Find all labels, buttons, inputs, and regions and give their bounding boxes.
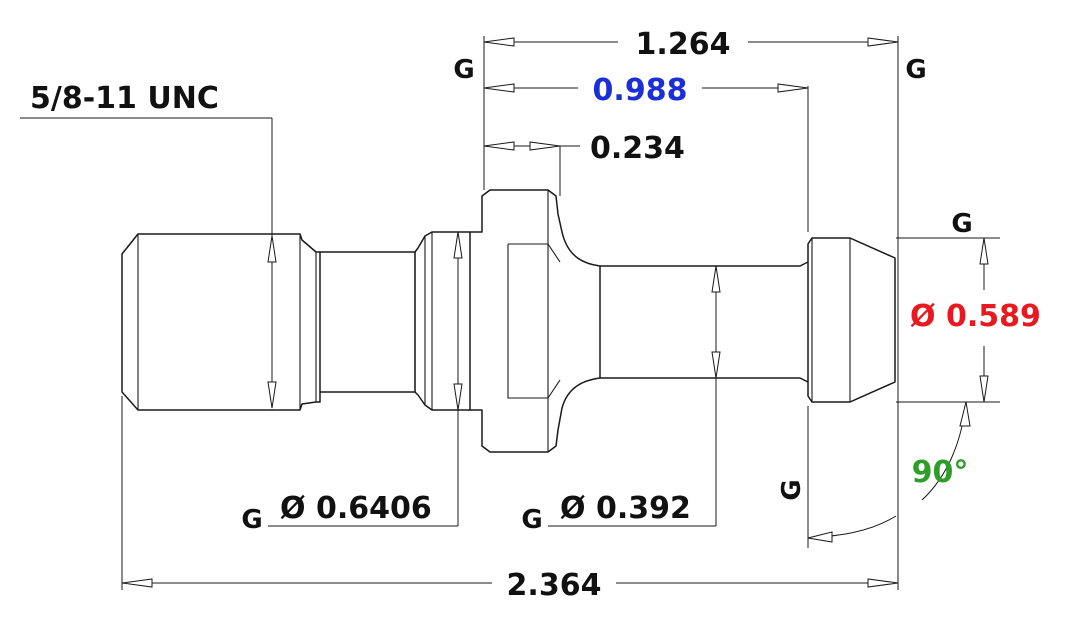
angle-label: 90° <box>912 455 969 490</box>
gauge-mark-lower-vertical: G <box>777 479 807 500</box>
dimension-labels: 2.364 1.264 0.988 0.234 5/8-11 UNC Ø 0.6… <box>30 27 1041 603</box>
flange-thickness-label: 0.234 <box>590 131 685 166</box>
pull-stud-part <box>121 189 896 453</box>
gauge-mark-right-top: G <box>905 55 926 85</box>
gauge-mark-collar: G <box>241 505 262 535</box>
flange-recess <box>507 243 561 399</box>
flange-section <box>470 189 601 453</box>
gauge-mark-left-top: G <box>453 55 474 85</box>
collar-section <box>414 231 471 411</box>
collar-diameter-label: Ø 0.6406 <box>280 491 432 526</box>
neck-section <box>320 251 416 393</box>
extension-lines <box>121 36 1000 590</box>
thread-section <box>121 233 321 411</box>
dimension-lines <box>20 37 989 588</box>
shank-diameter-label: Ø 0.392 <box>560 491 691 526</box>
gauge-marks: G G G G G G <box>241 55 972 535</box>
gauge-mark-shank: G <box>521 505 542 535</box>
overall-length-label: 2.364 <box>507 568 602 603</box>
thread-label: 5/8-11 UNC <box>30 81 219 116</box>
gauge-mark-head-top: G <box>951 209 972 239</box>
head-diameter-label: Ø 0.589 <box>910 299 1041 334</box>
gauge-length-total-label: 1.264 <box>636 27 731 62</box>
gauge-length-blue-label: 0.988 <box>593 73 688 108</box>
shank-section <box>600 261 809 383</box>
head-section <box>807 237 896 403</box>
